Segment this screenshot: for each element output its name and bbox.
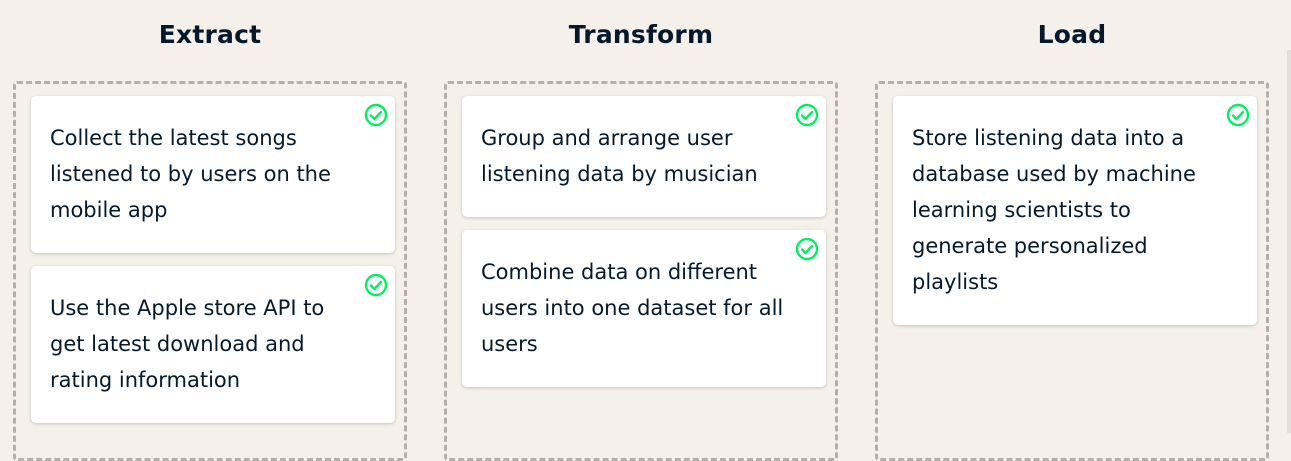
check-circle-icon (795, 103, 819, 127)
dropzone-load[interactable]: Store listening data into a database use… (875, 81, 1269, 461)
dropzone-extract[interactable]: Collect the latest songs listened to by … (13, 81, 407, 461)
column-title: Load (1037, 20, 1107, 49)
column-title: Transform (568, 20, 714, 49)
card-text: Group and arrange user listening data by… (481, 126, 758, 186)
check-circle-icon (364, 103, 388, 127)
column-extract: Extract Collect the latest songs listene… (13, 0, 407, 461)
card[interactable]: Collect the latest songs listened to by … (31, 96, 395, 253)
column-load: Load Store listening data into a databas… (875, 0, 1269, 461)
card-text: Store listening data into a database use… (912, 126, 1196, 294)
check-circle-icon (364, 273, 388, 297)
card-text: Collect the latest songs listened to by … (50, 126, 331, 222)
column-transform: Transform Group and arrange user listeni… (444, 0, 838, 461)
card[interactable]: Combine data on different users into one… (462, 230, 826, 387)
check-circle-icon (795, 237, 819, 261)
card[interactable]: Group and arrange user listening data by… (462, 96, 826, 217)
check-circle-icon (1226, 103, 1250, 127)
card-text: Use the Apple store API to get latest do… (50, 296, 325, 392)
column-title: Extract (158, 20, 262, 49)
dropzone-transform[interactable]: Group and arrange user listening data by… (444, 81, 838, 461)
card[interactable]: Use the Apple store API to get latest do… (31, 266, 395, 423)
card-text: Combine data on different users into one… (481, 260, 784, 356)
scrollbar[interactable] (1287, 50, 1291, 433)
card[interactable]: Store listening data into a database use… (893, 96, 1257, 325)
